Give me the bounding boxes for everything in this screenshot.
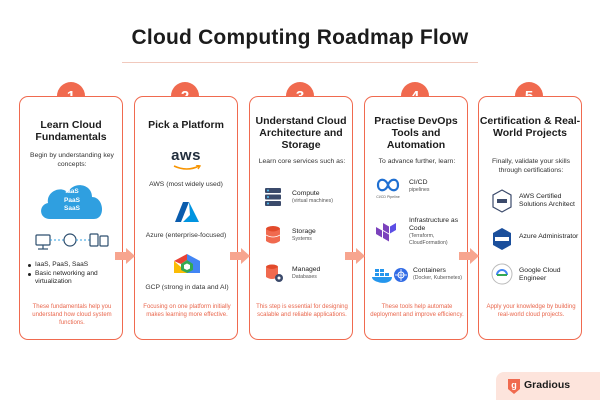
step-4-title: Practise DevOps Tools and Automation bbox=[374, 115, 458, 151]
step-5-card: Certification & Real-World Projects Fina… bbox=[478, 96, 582, 340]
page-title: Cloud Computing Roadmap Flow bbox=[131, 26, 469, 49]
server-icon bbox=[265, 188, 281, 206]
service-storage: Storage Systems bbox=[292, 228, 354, 243]
step-5-intro: Finally, validate your skills through ce… bbox=[491, 158, 571, 174]
title-divider bbox=[122, 62, 478, 63]
flow-arrow-4-5 bbox=[459, 248, 479, 264]
aws-cert-badge-icon bbox=[492, 189, 512, 213]
cicd-icon-caption: CI/CD Pipeline bbox=[376, 195, 400, 199]
step-1-intro: Begin by understanding key concepts: bbox=[30, 152, 114, 168]
gcp-cert-badge-icon bbox=[491, 263, 513, 285]
step-1-title: Learn Cloud Fundamentals bbox=[35, 119, 107, 143]
step-3-footer: This step is essential for designing sca… bbox=[256, 304, 348, 318]
tool-containers-sub: (Docker, Kubernetes) bbox=[413, 275, 463, 281]
step-3-intro: Learn core services such as: bbox=[258, 158, 346, 165]
step-1-bullets: IaaS, PaaS, SaaS Basic networking and vi… bbox=[28, 261, 120, 287]
step-2-title: Pick a Platform bbox=[148, 119, 224, 131]
step-2-footer: Focusing on one platform initially makes… bbox=[143, 304, 231, 318]
aws-logo: aws bbox=[171, 147, 201, 164]
step-2-card: Pick a Platform aws AWS (most widely use… bbox=[134, 96, 238, 340]
step-3-title: Understand Cloud Architecture and Storag… bbox=[255, 115, 347, 151]
service-compute-sub: (virtual machines) bbox=[292, 198, 333, 204]
step-1-card: Learn Cloud Fundamentals Begin by unders… bbox=[19, 96, 123, 340]
step-1-footer: These fundamentals help you understand h… bbox=[32, 304, 112, 326]
tool-iac-label: Infrastructure as Code bbox=[409, 217, 459, 232]
tool-cicd-sub: pipelines bbox=[409, 187, 430, 193]
service-storage-sub: Systems bbox=[292, 236, 312, 242]
cloud-label-saas: SaaS bbox=[64, 205, 80, 212]
storage-icon bbox=[265, 226, 281, 244]
step-4-intro: To advance further, learn: bbox=[378, 158, 456, 165]
cloud-label-paas: PaaS bbox=[64, 196, 80, 204]
service-databases-sub: Databases bbox=[292, 274, 317, 280]
gradious-logo-icon: g bbox=[508, 379, 520, 394]
platform-azure-label: Azure (enterprise-focused) bbox=[145, 232, 227, 239]
bullet-item: Basic networking and virtualization bbox=[28, 270, 120, 287]
tool-iac-sub: (Terraform, CloudFormation) bbox=[409, 233, 448, 246]
cloud-labels: IaaS PaaS SaaS bbox=[50, 188, 94, 214]
cert-aws-label: AWS Certified Solutions Architect bbox=[519, 193, 575, 208]
platform-gcp-label: GCP (strong in data and AI) bbox=[145, 284, 229, 291]
step-3-card: Understand Cloud Architecture and Storag… bbox=[249, 96, 353, 340]
azure-logo-icon bbox=[175, 202, 199, 222]
flow-arrow-2-3 bbox=[230, 248, 250, 264]
tool-cicd: CI/CD pipelines bbox=[409, 179, 467, 194]
service-databases-label: Managed bbox=[292, 266, 321, 273]
tool-iac: Infrastructure as Code (Terraform, Cloud… bbox=[409, 217, 469, 247]
step-4-card: Practise DevOps Tools and Automation To … bbox=[364, 96, 468, 340]
docker-kubernetes-icon bbox=[372, 268, 408, 283]
cicd-icon bbox=[376, 178, 400, 192]
cloud-icon bbox=[41, 185, 103, 219]
service-databases: Managed Databases bbox=[292, 266, 354, 281]
database-icon bbox=[266, 264, 283, 282]
brand-name: Gradious bbox=[524, 379, 571, 391]
flow-arrow-1-2 bbox=[115, 248, 135, 264]
tool-containers: Containers (Docker, Kubernetes) bbox=[413, 267, 469, 282]
platform-aws-label: AWS (most widely used) bbox=[149, 181, 223, 188]
bullet-item: IaaS, PaaS, SaaS bbox=[28, 261, 120, 270]
service-storage-label: Storage bbox=[292, 228, 316, 235]
service-compute: Compute (virtual machines) bbox=[292, 190, 354, 205]
service-compute-label: Compute bbox=[292, 190, 320, 197]
step-5-footer: Apply your knowledge by building real-wo… bbox=[486, 304, 576, 318]
network-devices-icon bbox=[35, 233, 109, 250]
aws-smile-icon bbox=[173, 165, 202, 170]
cloud-label-iaas: IaaS bbox=[65, 188, 79, 195]
cert-azure-label: Azure Administrator bbox=[519, 233, 579, 240]
tool-cicd-label: CI/CD bbox=[409, 179, 428, 186]
azure-cert-badge-icon bbox=[493, 228, 511, 250]
tool-containers-label: Containers bbox=[413, 267, 446, 274]
flow-arrow-3-4 bbox=[345, 248, 365, 264]
step-4-footer: These tools help automate deployment and… bbox=[370, 304, 464, 318]
cert-gcp-label: Google Cloud Engineer bbox=[519, 267, 561, 282]
terraform-icon bbox=[376, 223, 396, 242]
gradious-logo-letter: g bbox=[511, 380, 517, 390]
gcp-logo-icon bbox=[174, 254, 200, 273]
step-5-title: Certification & Real-World Projects bbox=[479, 115, 581, 139]
